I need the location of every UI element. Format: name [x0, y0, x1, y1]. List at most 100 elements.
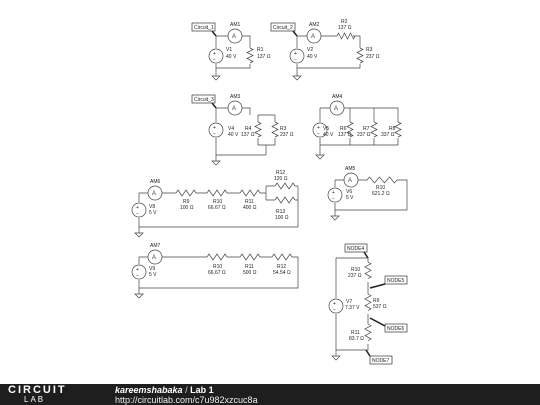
node-label-node5[interactable] [384, 275, 408, 285]
c6-r9-value: 100 Ω [180, 205, 194, 211]
node-label-node7[interactable] [369, 355, 393, 365]
am3-label: AM3 [230, 94, 241, 100]
source-v8[interactable] [131, 202, 147, 218]
schematic-canvas: Circuit_1 A AM1 +− V1 40 V R1 137 Ω Circ… [131, 19, 408, 365]
c6-r9-name: R9 [183, 199, 190, 205]
node-label-node6[interactable] [384, 323, 408, 333]
resistor-r3[interactable] [356, 47, 364, 64]
v9-value: 5 V [149, 272, 157, 278]
circuit-2: Circuit_2 A AM2 R2 137 Ω +− V2 40 V R3 2… [270, 19, 380, 81]
v8-name: V8 [149, 204, 155, 210]
source-v2[interactable] [289, 48, 305, 64]
v8-value: 5 V [149, 210, 157, 216]
circuit-7: A AM7 R10 66.67 Ω R11 500 Ω R12 54.54 Ω … [131, 243, 299, 299]
resistor-r12-c6[interactable] [274, 182, 296, 190]
ammeter-am6[interactable] [147, 185, 163, 201]
resistor-r6[interactable] [346, 121, 354, 138]
resistor-r13-c6[interactable] [274, 196, 296, 204]
ammeter-am2[interactable] [306, 28, 322, 44]
resistor-r10-c8[interactable] [364, 261, 372, 279]
c5-r10-value: 621.2 Ω [372, 191, 390, 197]
resistor-r11-c6[interactable] [239, 189, 261, 197]
ground-icon [315, 145, 325, 160]
node-label-circuit-3[interactable] [191, 94, 216, 104]
source-v1[interactable] [208, 48, 224, 64]
v4-name: V4 [228, 126, 234, 132]
svg-text:−: − [136, 211, 139, 217]
am4-label: AM4 [332, 94, 343, 100]
source-v9[interactable] [131, 264, 147, 280]
footer-bar: CIRCUIT LAB kareemshabaka / Lab 1 http:/… [0, 384, 540, 405]
v6-name: V6 [346, 189, 352, 195]
source-v6[interactable] [327, 187, 343, 203]
circuit-1: Circuit_1 A AM1 +− V1 40 V R1 137 Ω [191, 22, 271, 81]
ground-icon [330, 210, 340, 221]
circuit-8: NODE4 R10 237 Ω NODE5 R9 537 Ω +− V7 7.3… [328, 243, 408, 365]
resistor-r9-c8[interactable] [364, 293, 372, 311]
resistor-r10-c7[interactable] [206, 253, 228, 261]
c7-r10-value: 66.67 Ω [208, 270, 226, 276]
resistor-r12-c7[interactable] [271, 253, 293, 261]
r7-name: R7 [363, 126, 370, 132]
ammeter-am3[interactable] [227, 100, 243, 116]
svg-text:+: + [213, 125, 216, 131]
source-v5[interactable] [312, 122, 328, 138]
resistor-r1[interactable] [246, 47, 254, 64]
resistor-r10-c6[interactable] [206, 189, 228, 197]
node-label-circuit-3-text: Circuit_3 [194, 97, 214, 103]
resistor-r4[interactable] [254, 121, 262, 138]
c6-r11-value: 400 Ω [243, 205, 257, 211]
c6-r11-name: R11 [245, 199, 254, 205]
node5-text: NODE5 [387, 278, 404, 284]
v2-value: 40 V [307, 54, 318, 60]
node-label-circuit-1[interactable] [191, 22, 216, 32]
resistor-r11-c7[interactable] [239, 253, 261, 261]
svg-text:A: A [232, 34, 236, 40]
circuit-4: A AM4 +− V5 40 V R6 137 Ω R7 237 Ω R8 33… [312, 94, 402, 160]
svg-text:−: − [136, 273, 139, 279]
author-link[interactable]: kareemshabaka [115, 385, 183, 395]
resistor-r7[interactable] [370, 121, 378, 138]
node4-text: NODE4 [347, 246, 364, 252]
c8-r10-value: 237 Ω [348, 273, 362, 279]
svg-text:A: A [311, 34, 315, 40]
svg-text:+: + [332, 190, 335, 196]
source-v4[interactable] [208, 122, 224, 138]
r3-value: 237 Ω [366, 54, 380, 60]
resistor-r10-c5[interactable] [366, 176, 398, 184]
circuit-url[interactable]: http://circuitlab.com/c7u982xzcuc8a [115, 395, 258, 405]
resistor-r11-c8[interactable] [364, 323, 372, 341]
svg-text:−: − [213, 131, 216, 137]
circuit-title: Lab 1 [190, 385, 214, 395]
resistor-r8[interactable] [394, 121, 402, 138]
source-v7[interactable] [328, 298, 344, 314]
r3b-name: R3 [280, 126, 287, 132]
svg-text:A: A [232, 106, 236, 112]
c7-r11-value: 500 Ω [243, 270, 257, 276]
resistor-r3b[interactable] [271, 121, 279, 138]
v6-value: 5 V [346, 195, 354, 201]
ammeter-am7[interactable] [147, 249, 163, 265]
svg-text:+: + [317, 125, 320, 131]
ground-icon [331, 350, 341, 361]
c5-r10-name: R10 [376, 185, 385, 191]
ammeter-am4[interactable] [329, 100, 345, 116]
circuitlab-logo[interactable]: CIRCUIT LAB [8, 385, 67, 404]
ammeter-am1[interactable] [227, 28, 243, 44]
r2-name: R2 [341, 19, 348, 25]
resistor-r9-c6[interactable] [175, 189, 197, 197]
node-label-circuit-2[interactable] [270, 22, 296, 32]
ammeter-am5[interactable] [343, 172, 359, 188]
c6-r12-value: 120 Ω [274, 176, 288, 182]
v9-name: V9 [149, 266, 155, 272]
c7-r12-name: R12 [277, 264, 286, 270]
svg-text:−: − [294, 57, 297, 63]
node-label-node4[interactable] [344, 243, 368, 253]
svg-text:−: − [332, 196, 335, 202]
resistor-r2[interactable] [336, 32, 356, 40]
v4-value: 40 V [228, 132, 239, 138]
logo-top-text: CIRCUIT [8, 384, 67, 396]
v1-value: 40 V [226, 54, 237, 60]
svg-text:A: A [334, 106, 338, 112]
v2-name: V2 [307, 47, 313, 53]
